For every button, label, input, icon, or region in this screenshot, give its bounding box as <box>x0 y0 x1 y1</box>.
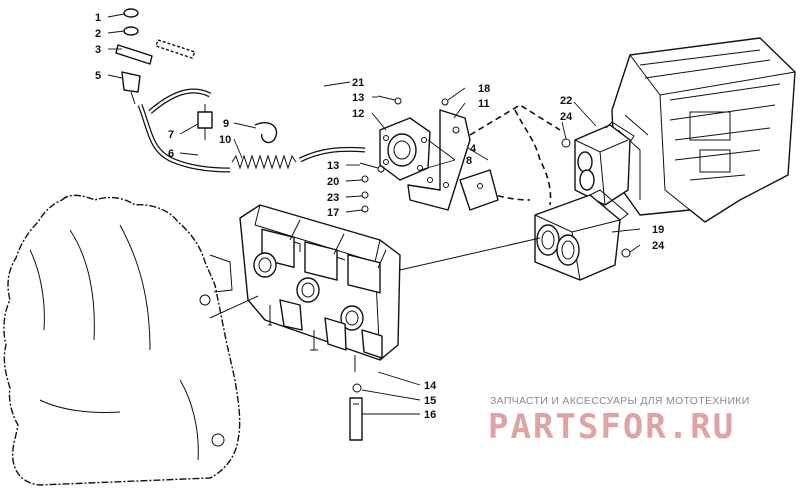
callout-labels: 1 2 3 5 7 6 9 10 21 13 12 18 11 4 8 13 2… <box>95 12 665 421</box>
gasket-strip <box>155 39 196 59</box>
fuel-hose <box>137 104 231 173</box>
callout-14: 14 <box>424 380 437 392</box>
callout-15: 15 <box>424 395 436 407</box>
watermark-subtitle: ЗАПЧАСТИ И АКСЕССУАРЫ ДЛЯ МОТОТЕХНИКИ <box>490 395 750 407</box>
watermark: ЗАПЧАСТИ И АКСЕССУАРЫ ДЛЯ МОТОТЕХНИКИ PA… <box>488 395 750 447</box>
callout-2: 2 <box>95 28 101 40</box>
fuel-filter <box>197 104 213 140</box>
callout-22: 22 <box>560 95 572 107</box>
callout-9: 9 <box>223 118 229 130</box>
callout-6: 6 <box>168 148 174 160</box>
callout-8: 8 <box>466 155 472 167</box>
callout-23: 23 <box>327 192 339 204</box>
air-silencer-upper <box>574 121 635 206</box>
fasteners <box>359 95 631 258</box>
watermark-brand: PARTSFOR.RU <box>488 407 735 447</box>
callout-24-lower: 24 <box>652 240 665 252</box>
carb-to-silencer-line <box>399 237 541 271</box>
callout-4: 4 <box>470 143 477 155</box>
callout-13-upper: 13 <box>352 92 364 104</box>
drain-rod <box>349 383 363 441</box>
callout-17: 17 <box>327 207 339 219</box>
callout-7: 7 <box>168 129 174 141</box>
engine-block <box>3 194 241 486</box>
side-bracket <box>459 169 499 211</box>
callout-13-lower: 13 <box>327 160 339 172</box>
callout-1: 1 <box>95 12 101 24</box>
fuel-pump-body <box>379 117 431 181</box>
callout-3: 3 <box>95 44 101 56</box>
engine-to-carb-line <box>209 295 259 319</box>
carburetor-assembly <box>239 204 401 372</box>
callout-leaders <box>107 13 641 415</box>
callout-18: 18 <box>478 83 490 95</box>
callout-11: 11 <box>478 98 490 110</box>
air-silencer-lower <box>534 189 629 281</box>
hose-clamp <box>254 122 278 144</box>
callout-24-upper: 24 <box>560 111 573 123</box>
callout-21: 21 <box>352 77 364 89</box>
fuel-valve-stack <box>115 8 153 105</box>
callout-16: 16 <box>424 409 436 421</box>
mounting-bracket <box>407 109 471 211</box>
callout-5: 5 <box>95 70 101 82</box>
callout-12: 12 <box>352 108 364 120</box>
spring-coil <box>231 154 297 170</box>
callout-19: 19 <box>652 224 664 236</box>
intake-routing-dash-1 <box>514 109 552 206</box>
callout-20: 20 <box>327 176 339 188</box>
callout-10: 10 <box>219 134 231 146</box>
airbox-housing <box>611 37 796 223</box>
